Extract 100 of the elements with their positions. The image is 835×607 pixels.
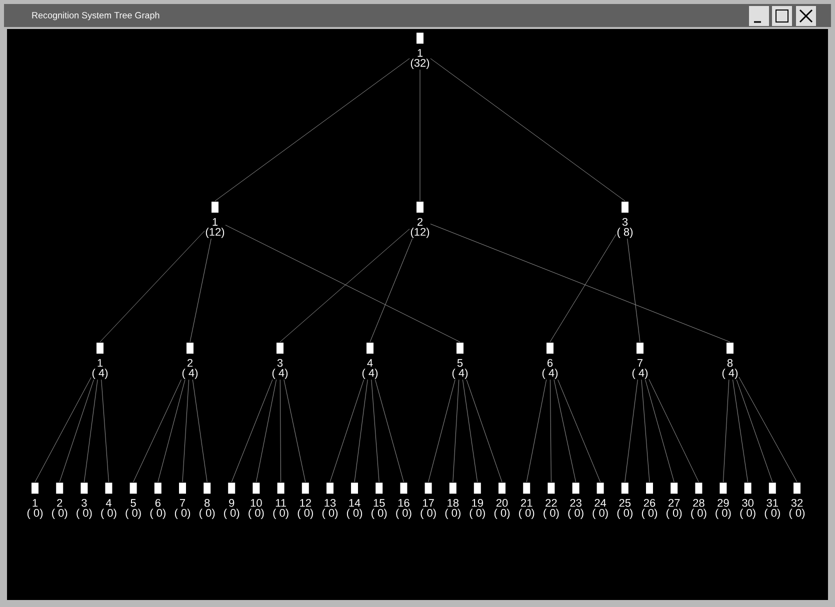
tree-edge (158, 379, 186, 482)
tree-edge (84, 379, 98, 482)
node-label: ( 0) (691, 508, 706, 519)
tree-node: 31 ( 0) (764, 482, 780, 519)
node-label: ( 4) (452, 368, 468, 379)
tree-edge (736, 379, 773, 482)
tree-node: 5 ( 4) (452, 342, 468, 379)
tree-edge (280, 228, 410, 342)
node-label: 28 (693, 499, 704, 507)
tree-edge (627, 238, 640, 342)
tree-edge (624, 379, 638, 482)
tree-edge (452, 379, 460, 482)
node-label: (12) (206, 228, 224, 238)
tree-node: 23 ( 0) (568, 482, 584, 519)
node-label: ( 0) (420, 508, 436, 519)
node-label: 24 (594, 499, 606, 507)
node-label: 2 (57, 499, 62, 507)
tree-edge (59, 379, 94, 482)
tree-node: 4 ( 4) (362, 342, 378, 379)
tree-node: 11 ( 0) (273, 482, 288, 519)
tree-node: 17 ( 0) (420, 482, 436, 519)
tree-edge (722, 379, 730, 482)
tree-node: 3 ( 4) (272, 342, 288, 379)
node-label: ( 0) (470, 508, 485, 519)
tree-node: 1 (12) (206, 202, 224, 238)
node-label: 32 (791, 499, 803, 507)
tree-node: 6 ( 0) (150, 482, 166, 519)
node-label: 16 (398, 499, 410, 507)
tree-edge (648, 379, 699, 482)
tree-edge (370, 238, 413, 342)
tree-node: 28 ( 0) (691, 482, 706, 519)
node-label: ( 0) (568, 508, 584, 519)
node-label: ( 8) (617, 228, 633, 238)
node-label: 1 (418, 49, 423, 57)
node-label: 5 (130, 499, 136, 507)
node-label: ( 0) (617, 508, 632, 519)
node-label: ( 0) (273, 508, 288, 519)
tree-edge (428, 379, 456, 482)
tree-edge (466, 379, 502, 482)
tree-edge (214, 58, 410, 202)
tree-edge (430, 224, 730, 342)
node-label: 5 (457, 359, 463, 367)
node-label: ( 4) (722, 368, 738, 379)
tree-node: 30 ( 0) (740, 482, 756, 519)
node-label: ( 0) (666, 508, 682, 519)
tree-edge (225, 224, 460, 342)
node-label: 3 (277, 359, 283, 367)
node-label: 2 (188, 359, 193, 367)
node-label: 14 (349, 499, 360, 507)
node-label: ( 0) (174, 508, 190, 519)
tree-edge (430, 58, 626, 202)
node-label: 17 (423, 499, 434, 507)
tree-node: 19 ( 0) (470, 482, 485, 519)
node-label: ( 0) (372, 508, 387, 519)
node-label: 9 (229, 499, 234, 507)
node-label: ( 0) (27, 508, 43, 519)
node-label: 23 (570, 499, 582, 507)
node-label: 8 (727, 359, 733, 367)
tree-edge (550, 234, 616, 342)
tree-node: 16 ( 0) (396, 482, 412, 519)
node-label: 21 (521, 499, 532, 507)
node-label: 1 (212, 218, 218, 226)
tree-edge (554, 379, 576, 482)
node-label: 26 (644, 499, 656, 507)
node-label: 7 (180, 499, 186, 507)
node-label: ( 0) (494, 508, 510, 519)
tree-node: 6 ( 4) (542, 342, 558, 379)
node-label: ( 0) (322, 508, 338, 519)
tree-node: 26 ( 0) (642, 482, 658, 519)
node-label: 2 (417, 218, 423, 226)
tree-node: 9 ( 0) (224, 482, 240, 519)
tree-edge (732, 379, 748, 482)
node-label: 31 (766, 499, 778, 507)
tree-edge (133, 379, 182, 482)
node-label: 25 (619, 499, 631, 507)
node-label: ( 0) (346, 508, 362, 519)
node-label: 11 (276, 499, 286, 507)
tree-edge (558, 379, 601, 482)
tree-node: 4 ( 0) (101, 482, 116, 519)
node-label: ( 0) (76, 508, 92, 519)
tree-node: 8 ( 4) (722, 342, 738, 379)
tree-node: 27 ( 0) (666, 482, 682, 519)
node-label: 3 (622, 218, 628, 226)
tree-edge (100, 230, 205, 342)
node-label: ( 0) (396, 508, 412, 519)
node-label: ( 0) (248, 508, 264, 519)
tree-edge (34, 377, 92, 482)
tree-edge (182, 379, 190, 482)
tree-edge (462, 379, 478, 482)
node-label: ( 0) (740, 508, 756, 519)
tree-edge (190, 238, 212, 342)
tree-node: 14 ( 0) (346, 482, 362, 519)
node-label: 4 (106, 499, 112, 507)
tree-edge (550, 379, 552, 482)
tree-edge (101, 379, 109, 482)
node-label: 20 (496, 499, 508, 507)
node-label: 1 (98, 359, 103, 367)
tree-edge (231, 379, 273, 482)
node-label: ( 4) (182, 368, 198, 379)
node-label: (12) (410, 228, 430, 238)
